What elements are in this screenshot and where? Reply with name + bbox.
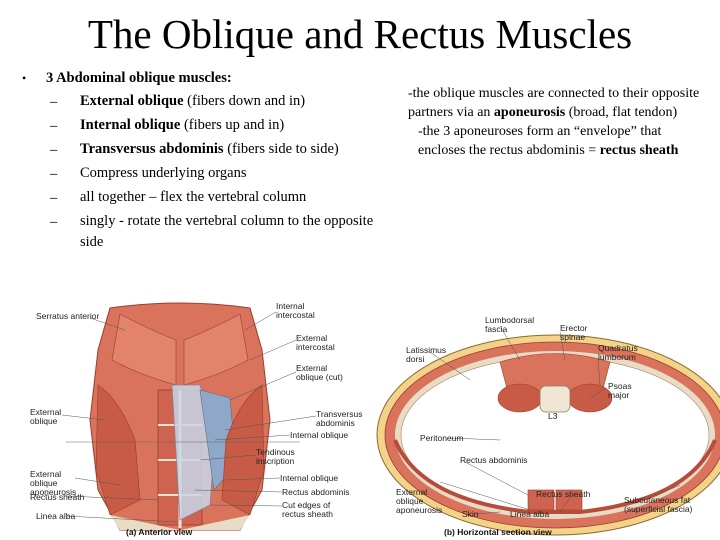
dash-symbol: – <box>50 190 58 206</box>
dash-symbol: – <box>50 94 58 110</box>
label-section-rectus-abdominis: Rectus abdominis <box>460 455 528 465</box>
label-lumbodorsal-fascia: Lumbodorsal fascia <box>485 315 535 334</box>
main-bullet: • 3 Abdominal oblique muscles: <box>20 66 380 90</box>
caption-section-view: (b) Horizontal section view <box>444 527 552 537</box>
item-text: singly - rotate the vertebral column to … <box>80 213 374 250</box>
caption-anterior-view: (a) Anterior view <box>126 527 193 537</box>
aponeurosis-paragraph: -the oblique muscles are connected to th… <box>408 84 708 122</box>
slide-title: The Oblique and Rectus Muscles <box>87 11 633 57</box>
label-quadratus-lumborum: Quadratus lumborum <box>598 343 638 362</box>
anatomy-illustration <box>61 302 720 536</box>
label-cut-edges-rectus-sheath: Cut edges of rectus sheath <box>282 500 334 519</box>
item-bold: Internal oblique <box>80 117 181 133</box>
dash-symbol: – <box>50 166 58 182</box>
list-item: – Internal oblique (fibers up and in) <box>20 114 380 138</box>
anatomy-figure: Serratus anterior Internal intercostal E… <box>0 290 720 540</box>
item-text: (fibers up and in) <box>180 117 285 133</box>
label-tendinous-inscription: Tendinous inscription <box>256 447 295 466</box>
bullet-heading: 3 Abdominal oblique muscles: <box>46 70 232 86</box>
anterior-torso <box>66 302 300 531</box>
list-item: – all together – flex the vertebral colu… <box>20 186 380 210</box>
label-psoas-major: Psoas major <box>608 381 632 400</box>
term-rectus-sheath: rectus sheath <box>599 143 679 158</box>
list-item: – singly - rotate the vertebral column t… <box>20 210 380 253</box>
item-text: (fibers down and in) <box>183 93 306 109</box>
text-span: -the 3 aponeuroses form an “envelope” th… <box>418 124 662 158</box>
item-text: all together – flex the vertebral column <box>80 189 307 205</box>
list-item: – External oblique (fibers down and in) <box>20 90 380 114</box>
label-l3: L3 <box>548 411 558 421</box>
term-aponeurosis: aponeurosis <box>493 105 566 120</box>
bullet-symbol: • <box>22 71 27 85</box>
label-erector-spinae: Erector spinae <box>560 323 588 342</box>
list-item: – Transversus abdominis (fibers side to … <box>20 138 380 162</box>
list-item: – Compress underlying organs <box>20 162 380 186</box>
label-latissimus-dorsi: Latissimus dorsi <box>406 345 447 364</box>
label-peritoneum: Peritoneum <box>420 433 464 443</box>
section-view <box>376 334 720 536</box>
section-leaders <box>429 325 681 515</box>
label-internal-intercostal: Internal intercostal <box>276 301 315 320</box>
item-bold: External oblique <box>80 93 184 109</box>
label-external-oblique-cut: External oblique (cut) <box>296 363 343 382</box>
item-text: Compress underlying organs <box>80 165 247 181</box>
label-section-external-oblique-aponeurosis: External oblique aponeurosis <box>396 487 443 515</box>
label-serratus-anterior: Serratus anterior <box>36 311 100 321</box>
item-bold: Transversus abdominis <box>80 141 224 157</box>
label-rectus-abdominis: Rectus abdominis <box>282 487 350 497</box>
text-span: (broad, flat tendon) <box>565 105 678 120</box>
dash-symbol: – <box>50 142 58 158</box>
item-text: (fibers side to side) <box>223 141 339 157</box>
label-section-linea-alba: Linea alba <box>510 509 550 519</box>
dash-symbol: – <box>50 118 58 134</box>
label-section-skin: Skin <box>462 509 479 519</box>
right-text-column: -the oblique muscles are connected to th… <box>408 84 708 160</box>
label-external-intercostal: External intercostal <box>296 333 335 352</box>
label-rectus-sheath: Rectus sheath <box>30 492 85 502</box>
dash-symbol: – <box>50 214 58 230</box>
text-span: -the oblique muscles are connected to th… <box>408 86 700 120</box>
label-external-oblique: External oblique <box>30 407 62 426</box>
sheath-paragraph: -the 3 aponeuroses form an “envelope” th… <box>408 122 708 160</box>
label-section-rectus-sheath: Rectus sheath <box>536 489 591 499</box>
label-internal-oblique-2: Internal oblique <box>280 473 339 483</box>
label-subcutaneous-fat: Subcutaneous fat (superficial fascia) <box>624 495 693 514</box>
label-transversus-abdominis: Transversus abdominis <box>316 409 363 428</box>
label-external-oblique-aponeurosis: External oblique aponeurosis <box>30 469 77 497</box>
label-internal-oblique: Internal oblique <box>290 430 349 440</box>
anterior-leaders <box>61 311 317 523</box>
left-text-column: • 3 Abdominal oblique muscles: – Externa… <box>20 66 380 253</box>
label-linea-alba: Linea alba <box>36 511 76 521</box>
